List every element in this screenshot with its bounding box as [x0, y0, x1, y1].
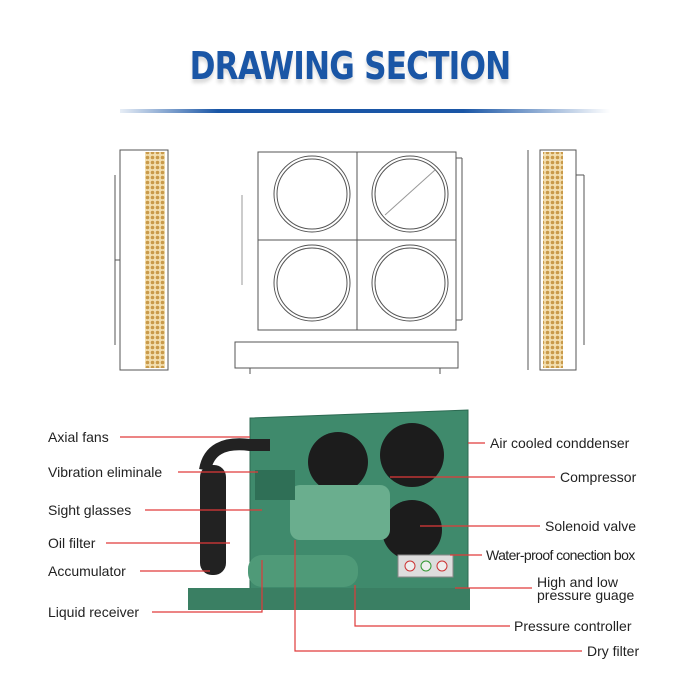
compressor-shape — [290, 485, 390, 540]
label-compressor: Compressor — [560, 469, 637, 485]
accumulator-shape — [200, 465, 226, 575]
label-dry-filter: Dry filter — [587, 643, 640, 659]
label-vibration-eliminator: Vibration eliminale — [48, 464, 163, 480]
label-pressure-gauge: pressure guage — [537, 587, 635, 603]
label-accumulator: Accumulator — [48, 563, 126, 579]
label-axial-fans: Axial fans — [48, 429, 109, 445]
right-side-view — [527, 149, 585, 371]
left-side-view — [114, 149, 169, 371]
label-sight-glasses: Sight glasses — [48, 502, 132, 518]
label-waterproof-connection-box: Water-proof conection box — [486, 547, 635, 563]
label-pressure-controller: Pressure controller — [514, 618, 632, 634]
label-high-low: High and low — [537, 574, 618, 590]
label-liquid-receiver: Liquid receiver — [48, 604, 140, 620]
leader-lines — [106, 436, 582, 652]
label-oil-filter: Oil filter — [48, 535, 96, 551]
label-air-cooled-condenser: Air cooled conddenser — [490, 435, 630, 451]
liquid-receiver-shape — [248, 555, 358, 587]
title-underline — [120, 109, 610, 113]
fan-icons — [308, 423, 444, 560]
bottom-view — [234, 341, 459, 374]
condensing-unit-illustration — [188, 409, 470, 610]
label-solenoid-valve: Solenoid valve — [545, 518, 637, 534]
page-title: DRAWING SECTION — [189, 44, 512, 88]
front-view — [241, 151, 463, 331]
